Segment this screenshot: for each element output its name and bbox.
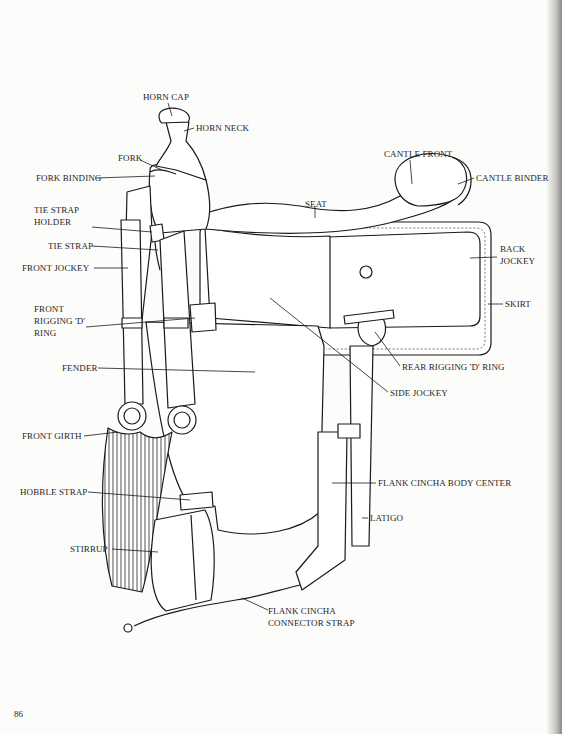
cantle: [395, 154, 467, 206]
flank-cincha: [296, 432, 347, 590]
part-label: HORN CAP: [143, 91, 189, 103]
part-label: FRONT GIRTH: [22, 430, 82, 442]
line-art: [458, 178, 474, 184]
part-label: SEAT: [305, 198, 327, 210]
part-label: FLANK CINCHA BODY CENTER: [378, 477, 511, 489]
line-art: [92, 246, 158, 250]
rear-rigging: [344, 310, 394, 324]
line-art: [168, 103, 172, 116]
part-label: FENDER: [62, 362, 98, 374]
part-label: CANTLE FRONT: [384, 148, 452, 160]
girth-ring: [168, 406, 196, 434]
line-art: [92, 227, 152, 232]
line-art: [242, 598, 268, 610]
line-art: [98, 368, 255, 372]
line-art: [86, 318, 195, 327]
hobble-strap: [180, 492, 213, 510]
stirrup: [151, 510, 214, 611]
part-label: STIRRUP: [70, 543, 108, 555]
front-rigging: [190, 303, 216, 332]
part-label: FORK: [118, 152, 142, 164]
girth-ring: [124, 408, 140, 424]
tie-strap: [155, 242, 160, 270]
part-label: FRONT RIGGING 'D' RING: [34, 303, 86, 339]
girth-ring: [174, 412, 190, 428]
page-number: 86: [14, 708, 23, 720]
line-art: [96, 176, 155, 178]
part-label: FLANK CINCHA CONNECTOR STRAP: [268, 605, 376, 629]
part-label: TIE STRAP HOLDER: [34, 204, 96, 228]
concho: [360, 266, 372, 278]
buckle: [338, 424, 360, 438]
side-jockey: [205, 228, 330, 328]
line-art: [94, 268, 128, 269]
part-label: SKIRT: [505, 298, 531, 310]
part-label: HORN NECK: [196, 122, 249, 134]
part-label: FORK BINDING: [36, 172, 101, 184]
latigo: [350, 346, 373, 546]
line-art: [410, 160, 412, 184]
line-art: [488, 304, 503, 305]
part-label: CANTLE BINDER: [476, 172, 549, 184]
stirrup-tread: [191, 515, 196, 600]
part-label: FRONT JOCKEY: [22, 262, 89, 274]
line-art: [184, 128, 194, 131]
part-label: BACK JOCKEY: [500, 243, 546, 267]
line-art: [470, 257, 497, 258]
line-art: [362, 518, 368, 519]
girth-ring: [118, 402, 146, 430]
line-art: [88, 492, 190, 500]
line-art: [140, 160, 162, 170]
part-label: REAR RIGGING 'D' RING: [402, 361, 505, 373]
cantle-binder: [452, 157, 471, 205]
connector-loop: [124, 624, 132, 632]
line-art: [270, 298, 388, 392]
line-art: [84, 432, 118, 436]
part-label: TIE STRAP: [48, 240, 93, 252]
fork-binding: [150, 170, 176, 174]
part-label: LATIGO: [370, 512, 403, 524]
book-gutter: [546, 0, 562, 734]
horn-cap: [159, 108, 189, 123]
part-label: HOBBLE STRAP: [20, 486, 87, 498]
part-label: SIDE JOCKEY: [390, 387, 448, 399]
line-art: [112, 549, 158, 552]
leader-lines: [84, 103, 503, 610]
line-art: [375, 332, 400, 366]
line-art: [332, 483, 376, 484]
